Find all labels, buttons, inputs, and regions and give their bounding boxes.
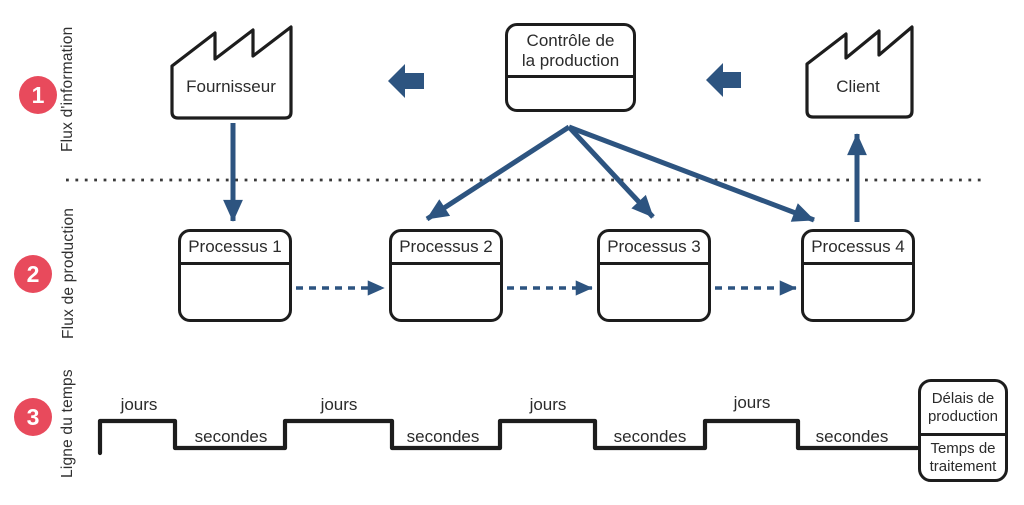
timeline-label-jours: jours [320,395,358,414]
timeline-label-jours: jours [733,393,771,412]
timeline-label-jours: jours [529,395,567,414]
client-label: Client [836,77,880,96]
row-badge-1: 1 [19,76,57,114]
timeline-label-secondes: secondes [613,427,687,446]
process-3-empty-section [600,265,708,319]
timeline-label-secondes: secondes [815,427,889,446]
row-badge-3: 3 [14,398,52,436]
timeline-line [97,418,920,456]
production-delay-label: Délais de production [921,382,1005,436]
process-4-title: Processus 4 [804,232,912,265]
factory-icon [170,25,293,120]
process-box-2: Processus 2 [389,229,503,322]
timeline-result-box: Délais de production Temps de traitement [918,379,1008,482]
row-label-production-flow: Flux de production [60,207,77,339]
factory-icon [805,25,914,119]
supplier-label: Fournisseur [186,77,276,96]
timeline-label-secondes: secondes [194,427,268,446]
processing-time-label: Temps de traitement [929,440,997,475]
arrow-control-to-process3 [567,125,655,219]
row-label-timeline: Ligne du temps [59,369,76,479]
production-control-empty-section [508,78,633,109]
row-badge-2: 2 [14,255,52,293]
process-2-empty-section [392,265,500,319]
process-1-empty-section [181,265,289,319]
production-control-box: Contrôle de la production [505,23,636,112]
process-box-4: Processus 4 [801,229,915,322]
process-4-empty-section [804,265,912,319]
process-box-3: Processus 3 [597,229,711,322]
process-box-1: Processus 1 [178,229,292,322]
production-control-title: Contrôle de la production [508,26,633,78]
process-2-title: Processus 2 [392,232,500,265]
arrow-control-to-process2 [425,124,571,222]
timeline-label-secondes: secondes [406,427,480,446]
process-1-title: Processus 1 [181,232,289,265]
row-label-information-flow: Flux d'information [59,26,76,152]
timeline-label-jours: jours [120,395,158,414]
arrow-control-to-process4 [568,124,815,223]
process-3-title: Processus 3 [600,232,708,265]
block-arrow-left-icon [388,64,424,98]
block-arrow-left-icon [706,63,741,97]
